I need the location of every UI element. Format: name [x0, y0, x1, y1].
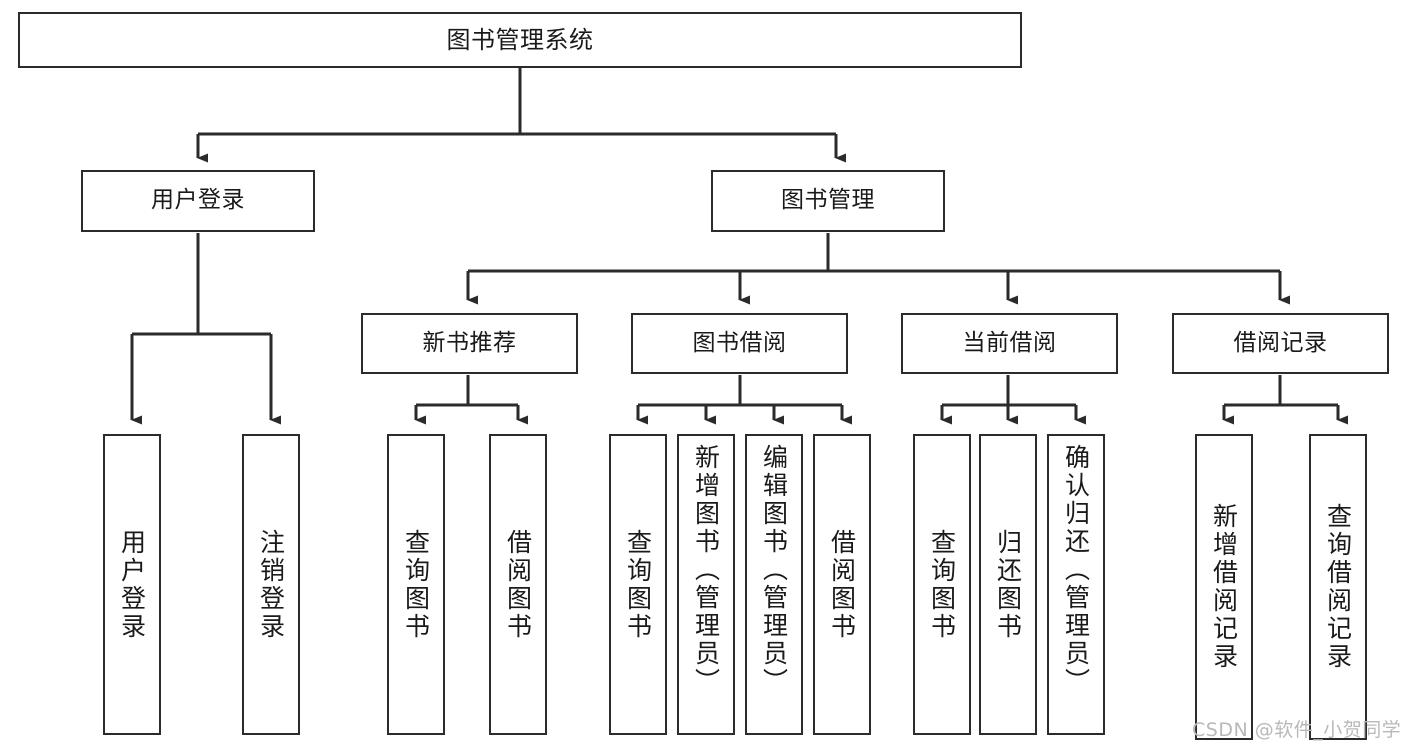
node-label: 新增图书（管理员）: [691, 444, 721, 696]
leaf-book-borrow-edit-book-admin[interactable]: 编辑图书（管理员）: [745, 434, 803, 735]
csdn-watermark: CSDN @软件_小贺同学: [1192, 719, 1402, 741]
leaf-borrow-record-add-record[interactable]: 新增借阅记录: [1195, 434, 1253, 740]
node-book-borrow[interactable]: 图书借阅: [631, 313, 848, 374]
leaf-new-book-borrow-book[interactable]: 借阅图书: [489, 434, 547, 735]
node-label: 确认归还（管理员）: [1061, 444, 1091, 696]
leaf-user-login-logout[interactable]: 注销登录: [242, 434, 300, 735]
node-label: 用户登录: [151, 187, 245, 214]
node-book-management[interactable]: 图书管理: [711, 170, 945, 232]
leaf-user-login-login[interactable]: 用户登录: [103, 434, 161, 735]
leaf-book-borrow-borrow-book[interactable]: 借阅图书: [813, 434, 871, 735]
node-label: 当前借阅: [962, 329, 1057, 356]
node-label: 归还图书: [993, 528, 1023, 641]
node-label: 图书借阅: [692, 329, 787, 356]
node-label: 图书管理: [781, 187, 875, 214]
node-label: 借阅记录: [1233, 329, 1328, 356]
leaf-current-borrow-return-book[interactable]: 归还图书: [979, 434, 1037, 735]
node-borrow-record[interactable]: 借阅记录: [1172, 313, 1389, 374]
node-label: 查询图书: [401, 528, 431, 641]
node-label: 查询借阅记录: [1323, 503, 1353, 671]
node-label: 查询图书: [623, 528, 653, 641]
node-label: 查询图书: [927, 528, 957, 641]
leaf-book-borrow-add-book-admin[interactable]: 新增图书（管理员）: [677, 434, 735, 735]
leaf-current-borrow-query-book[interactable]: 查询图书: [913, 434, 971, 735]
node-label: 借阅图书: [503, 528, 533, 641]
node-label: 图书管理系统: [446, 25, 594, 54]
leaf-borrow-record-query-record[interactable]: 查询借阅记录: [1309, 434, 1367, 740]
node-label: 用户登录: [117, 528, 147, 641]
leaf-current-borrow-confirm-return-admin[interactable]: 确认归还（管理员）: [1047, 434, 1105, 735]
node-label: 编辑图书（管理员）: [759, 444, 789, 696]
node-current-borrow[interactable]: 当前借阅: [901, 313, 1118, 374]
leaf-book-borrow-query-book[interactable]: 查询图书: [609, 434, 667, 735]
node-label: 新增借阅记录: [1209, 503, 1239, 671]
node-user-login[interactable]: 用户登录: [81, 170, 315, 232]
leaf-new-book-query-book[interactable]: 查询图书: [387, 434, 445, 735]
node-label: 借阅图书: [827, 528, 857, 641]
node-new-book-recommend[interactable]: 新书推荐: [361, 313, 578, 374]
node-root-book-management-system[interactable]: 图书管理系统: [18, 12, 1022, 68]
node-label: 注销登录: [256, 528, 286, 641]
node-label: 新书推荐: [422, 329, 517, 356]
